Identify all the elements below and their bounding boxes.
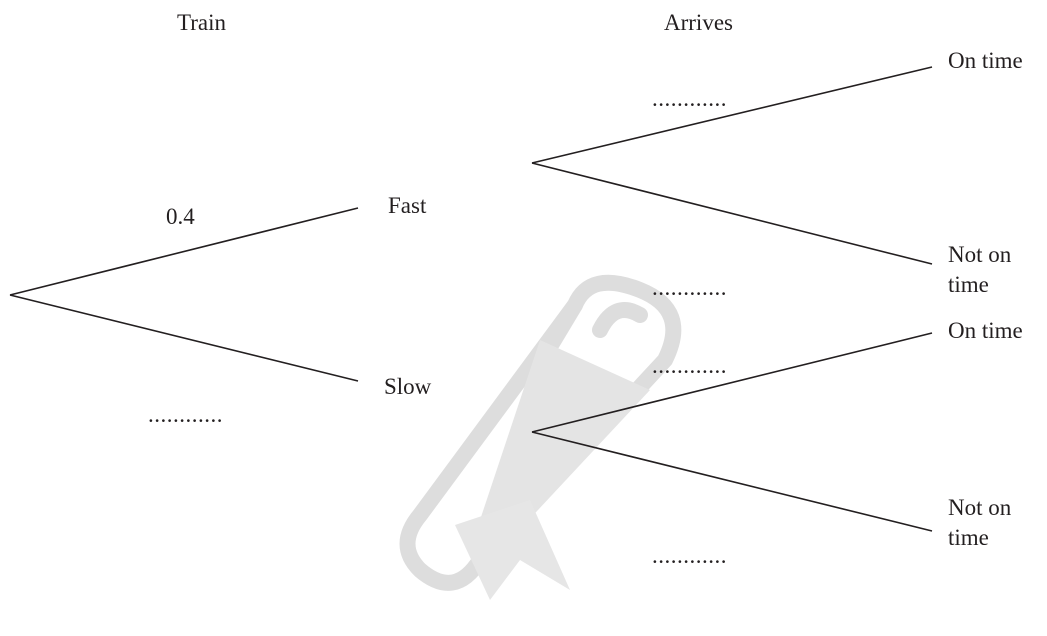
outcome-slow-not-on-time-line1: Not on [948, 495, 1012, 520]
probability-fast: 0.4 [166, 204, 195, 229]
outcome-slow-not-on-time-line2: time [948, 525, 989, 550]
header-train: Train [177, 10, 226, 35]
outcome-fast-on-time: On time [948, 48, 1023, 73]
branch-fast-not-on-time [531, 162, 933, 265]
probability-slow-on-time-blank: ............ [652, 353, 727, 378]
probability-fast-on-time-blank: ............ [652, 86, 727, 111]
probability-slow-not-on-time-blank: ............ [652, 543, 727, 568]
branch-train-fast [9, 207, 359, 296]
outcome-slow: Slow [384, 374, 432, 399]
probability-slow-blank: ............ [148, 402, 223, 427]
branch-slow-on-time [531, 332, 933, 433]
probability-fast-not-on-time-blank: ............ [652, 275, 727, 300]
outcome-slow-on-time: On time [948, 318, 1023, 343]
outcome-fast-not-on-time-line1: Not on [948, 242, 1012, 267]
header-arrives: Arrives [664, 10, 733, 35]
branch-fast-on-time [531, 66, 933, 164]
outcome-fast: Fast [388, 193, 427, 218]
branch-slow-not-on-time [531, 431, 933, 532]
branch-train-slow [9, 294, 359, 382]
outcome-fast-not-on-time-line2: time [948, 272, 989, 297]
